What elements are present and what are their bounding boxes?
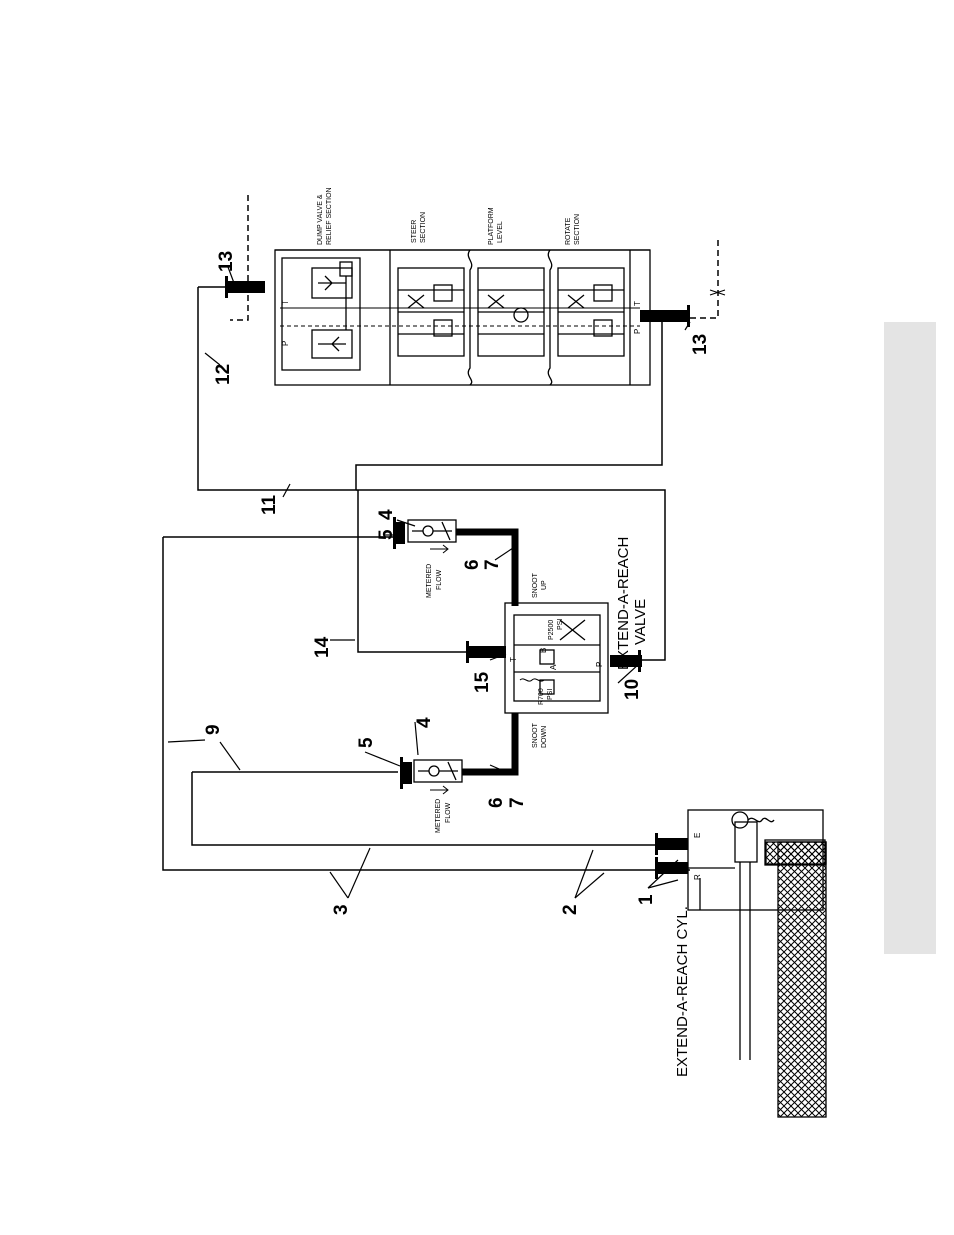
metered-flow-top-2: FLOW (436, 569, 443, 590)
callout-2: 2 (560, 904, 581, 915)
metered-flow-bottom-1: METERED (435, 799, 442, 833)
flow-control-valve-bottom (414, 760, 462, 794)
port-b: B (539, 648, 548, 653)
dump-valve-label-1: DUMP VALVE & (317, 194, 324, 245)
psi-700-unit: PSI (547, 689, 554, 700)
steer-section-label-1: STEER (411, 220, 418, 243)
platform-level-label-2: LEVEL (497, 221, 504, 243)
platform-level-label-1: PLATFORM (488, 207, 495, 245)
snoot-up-1: SNOOT (532, 572, 539, 598)
port-p-manifold: P (281, 341, 290, 346)
callout-10: 10 (622, 679, 643, 700)
callout-7-bottom: 7 (507, 797, 528, 808)
callout-5-top: 5 (376, 529, 397, 540)
callout-6-bottom: 6 (486, 797, 507, 808)
port-e: E (693, 833, 702, 838)
snoot-down-1: SNOOT (532, 722, 539, 748)
callout-6-top: 6 (462, 559, 483, 570)
port-a: A (549, 664, 558, 670)
port-p-manifold-bottom: P (633, 329, 642, 334)
callout-15: 15 (472, 671, 493, 693)
callout-13-top: 13 (216, 251, 237, 272)
flow-control-valve-top (408, 520, 456, 553)
port-r: R (693, 874, 702, 880)
callout-5-bottom: 5 (356, 737, 377, 748)
callout-11: 11 (259, 494, 280, 515)
rotate-section-label-2: SECTION (574, 214, 581, 245)
port-t-manifold-top: T (281, 300, 290, 305)
callout-12: 12 (213, 364, 234, 385)
callout-4-bottom: 4 (414, 717, 435, 728)
port-p-valve: P (595, 662, 604, 667)
rotate-section-label-1: ROTATE (565, 217, 572, 245)
dump-valve-label-2: RELIEF SECTION (326, 187, 333, 245)
diagram-labels: EXTEND-A-REACH CYL. EXTEND-A-REACH VALVE… (281, 187, 702, 1077)
callout-9: 9 (203, 724, 224, 735)
callout-1: 1 (636, 894, 657, 905)
callout-7-top: 7 (482, 559, 503, 570)
psi-2500: P2500 (548, 620, 555, 640)
metered-flow-bottom-2: FLOW (445, 802, 452, 823)
snoot-down-2: DOWN (541, 726, 548, 748)
port-t-valve: T (509, 657, 518, 662)
control-valve-manifold (275, 250, 650, 385)
callout-3: 3 (331, 904, 352, 915)
extend-a-reach-valve-label-2: VALVE (632, 599, 649, 645)
extend-a-reach-valve-label-1: EXTEND-A-REACH (615, 537, 632, 670)
hose-lines (163, 195, 725, 870)
metered-flow-top-1: METERED (426, 564, 433, 598)
extend-a-reach-cyl-label: EXTEND-A-REACH CYL. (674, 906, 691, 1077)
psi-700: R700 (538, 688, 545, 705)
callout-numbers: 1 2 3 9 5 4 6 7 15 10 14 5 4 6 7 11 12 1… (203, 251, 711, 915)
steer-section-label-2: SECTION (420, 212, 427, 243)
snoot-up-2: UP (541, 580, 548, 590)
port-t-manifold-bottom: T (633, 301, 642, 306)
psi-2500-unit: PSI (557, 619, 564, 630)
cylinder-rod (766, 842, 826, 1117)
callout-13-bottom: 13 (690, 334, 711, 355)
callout-4-top: 4 (376, 509, 397, 520)
callout-14: 14 (312, 636, 333, 658)
